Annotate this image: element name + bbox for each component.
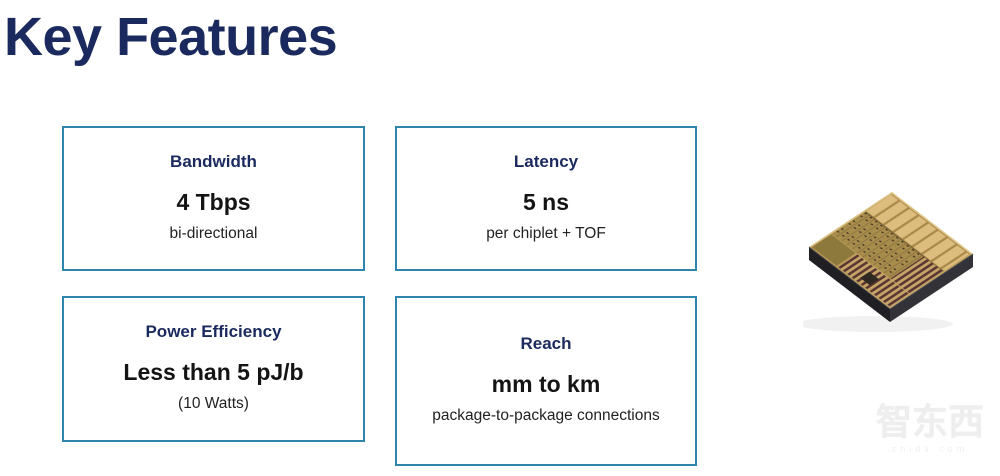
feature-value: mm to km (491, 371, 601, 398)
feature-card-bandwidth: Bandwidth 4 Tbps bi-directional (62, 126, 365, 271)
feature-card-reach: Reach mm to km package-to-package connec… (395, 296, 697, 466)
watermark: 智东西 zhidx.com (864, 400, 996, 454)
feature-detail: package-to-package connections (432, 407, 660, 425)
watermark-url: zhidx.com (891, 444, 969, 455)
chip-shadow (803, 316, 953, 332)
feature-name: Reach (520, 334, 572, 354)
watermark-logo: 智东西 (875, 401, 984, 442)
feature-value: Less than 5 pJ/b (123, 359, 304, 386)
feature-detail: per chiplet + TOF (486, 224, 606, 242)
feature-name: Bandwidth (170, 151, 257, 171)
feature-value: 5 ns (522, 188, 570, 215)
feature-card-power-efficiency: Power Efficiency Less than 5 pJ/b (10 Wa… (62, 296, 365, 442)
feature-detail: (10 Watts) (178, 395, 249, 413)
chip-top-face (809, 191, 974, 309)
feature-card-latency: Latency 5 ns per chiplet + TOF (395, 126, 697, 271)
chip-edge-highlight (808, 246, 974, 310)
feature-name: Power Efficiency (145, 322, 282, 342)
feature-detail: bi-directional (169, 224, 258, 242)
chip-side-left (809, 247, 890, 322)
chiplet-die-image (803, 191, 974, 332)
feature-value: 4 Tbps (176, 188, 251, 215)
chip-side-right (890, 254, 973, 322)
page-title: Key Features (4, 7, 338, 67)
feature-name: Latency (513, 151, 579, 171)
